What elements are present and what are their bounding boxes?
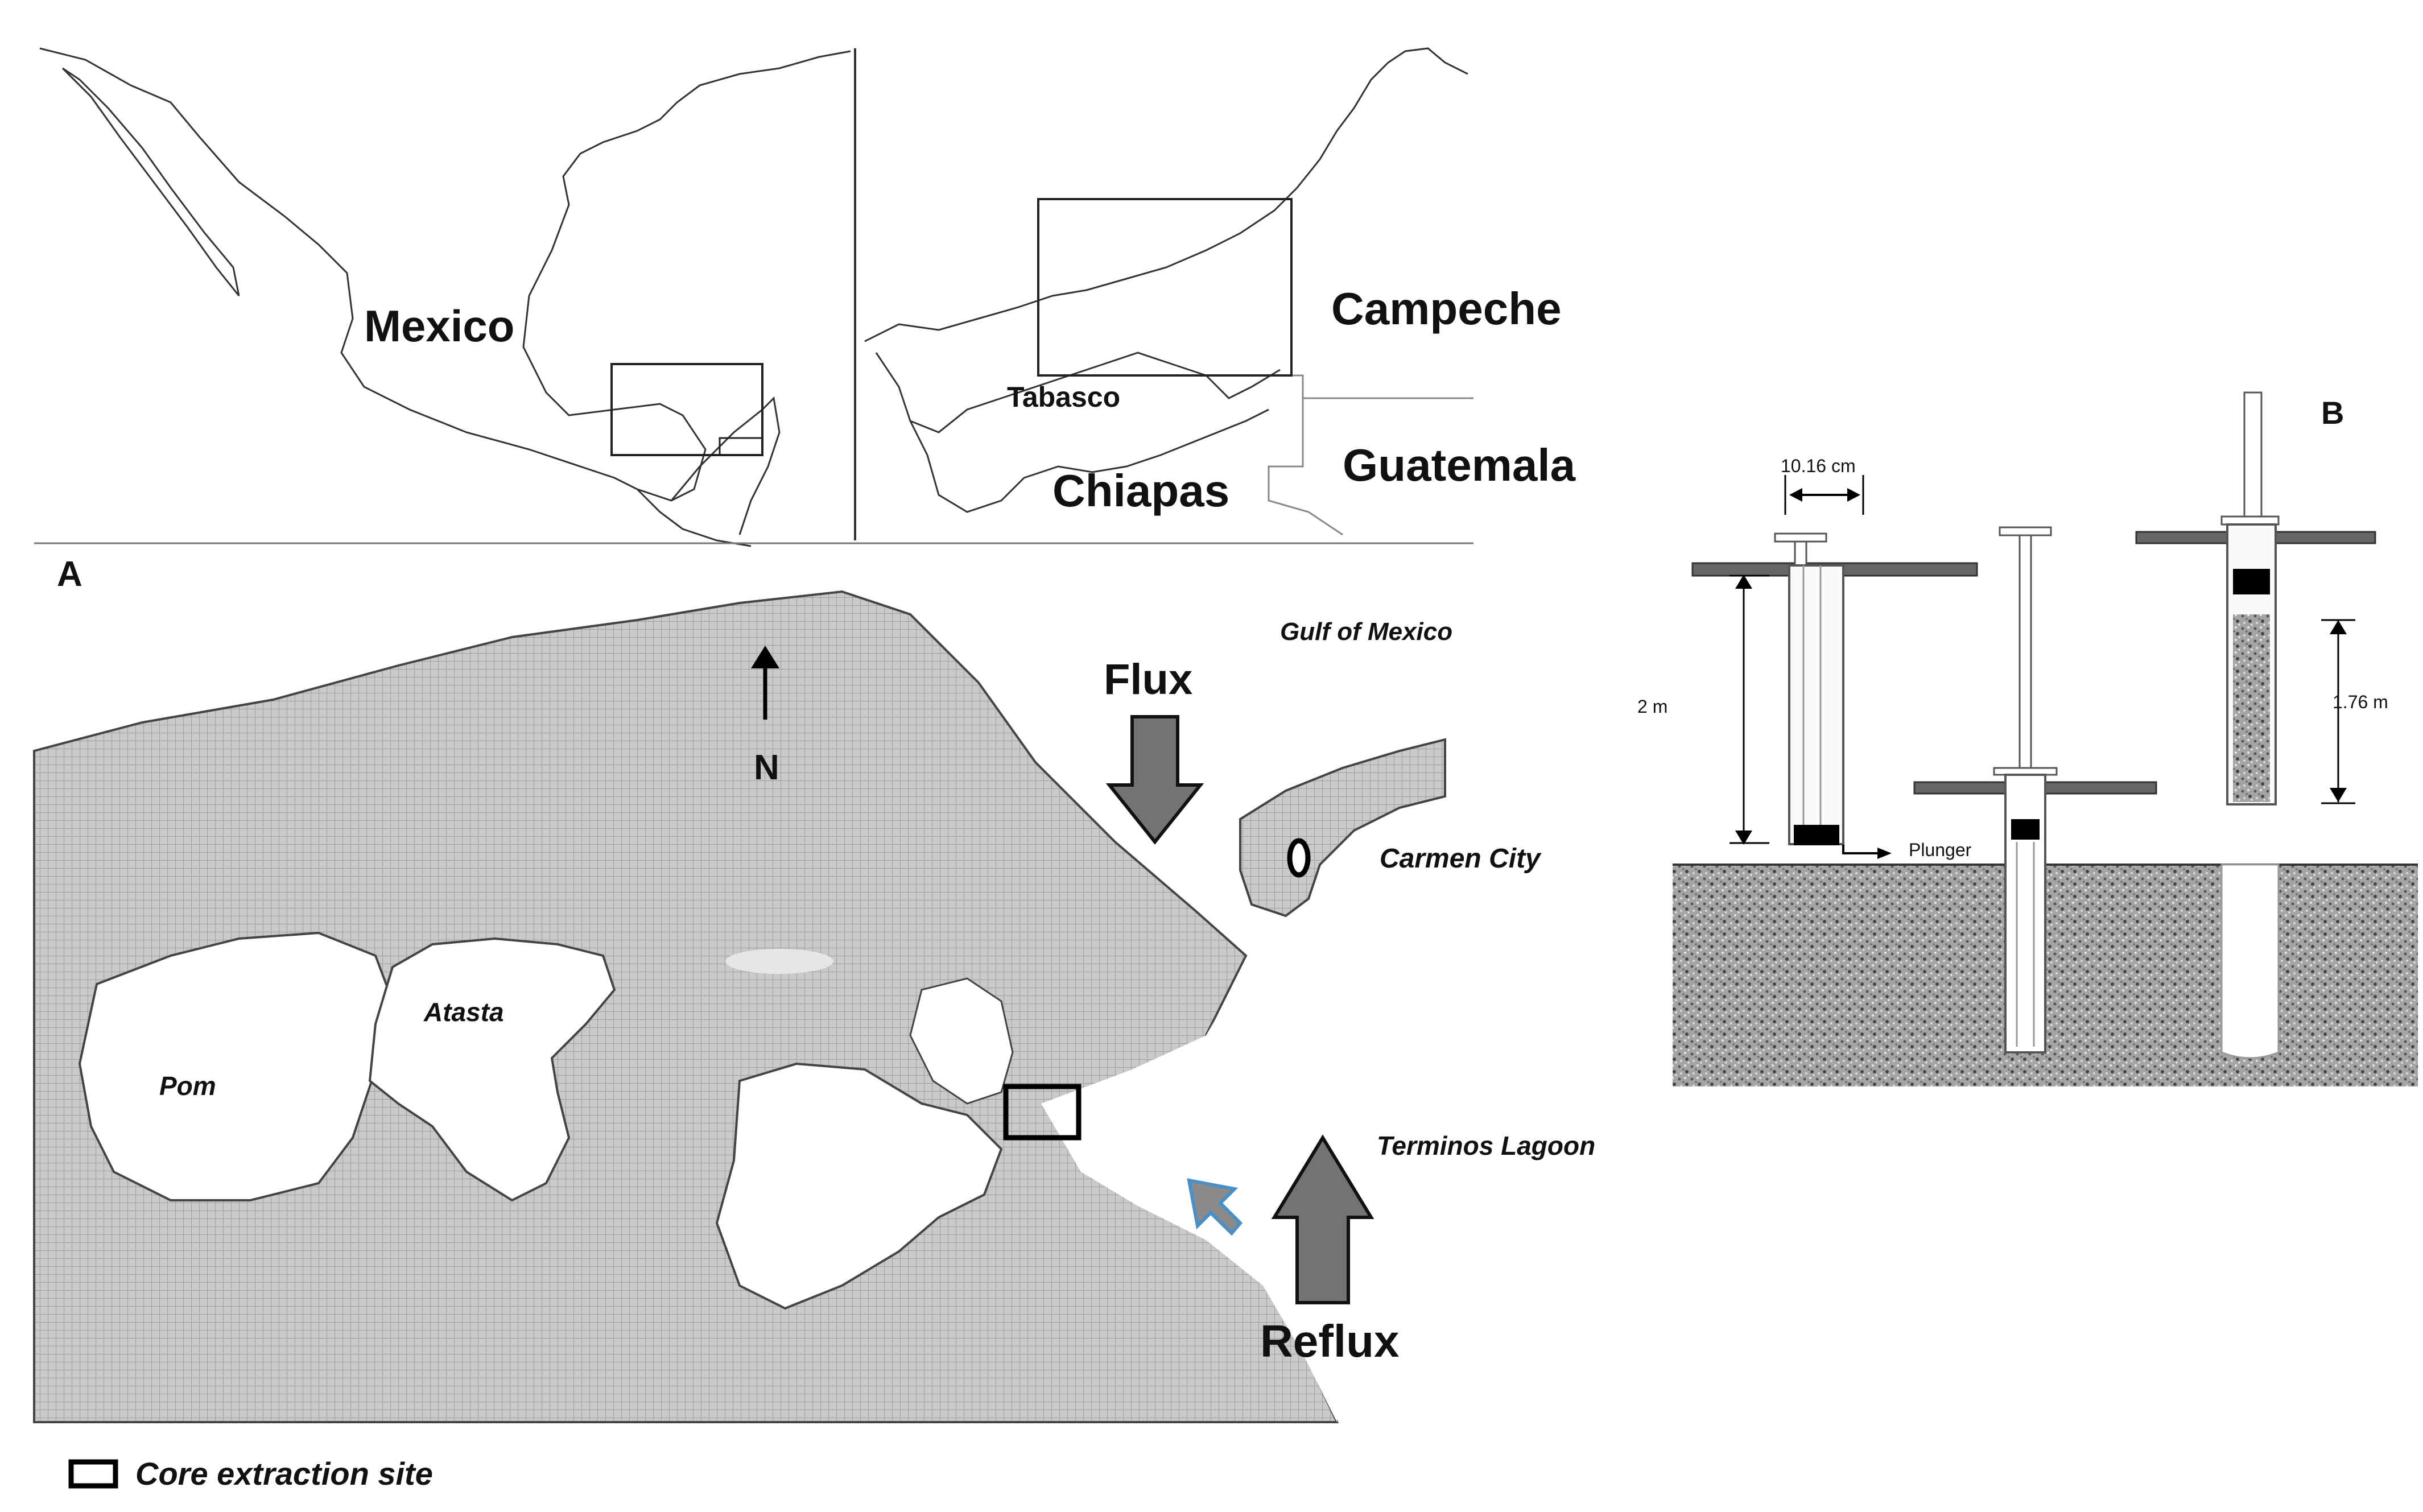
inset-locator-notch <box>719 437 763 456</box>
region-map: Campeche Tabasco Chiapas Guatemala <box>864 47 1576 536</box>
carmen-city-marker <box>1287 838 1311 878</box>
length-2m-label: 2 m <box>1637 696 1667 717</box>
panel-a-map: A N Flux Reflux Gulf of Mexico Car <box>33 555 1595 1492</box>
carmen-city-label: Carmen City <box>1380 844 1542 874</box>
chiapas-boundary <box>909 408 1269 513</box>
guatemala-boundary <box>1268 374 1343 536</box>
pom-label: Pom <box>159 1071 216 1101</box>
plunger-label: Plunger <box>1909 840 1972 860</box>
lagoon-channel <box>715 1062 1003 1310</box>
region-coastline <box>864 47 1468 342</box>
core-tube-stage3: 1.76 m <box>2135 391 2388 1059</box>
terminos-lagoon-label: Terminos Lagoon <box>1377 1131 1595 1160</box>
flux-label: Flux <box>1104 655 1192 704</box>
inner-lagoon <box>909 977 1014 1105</box>
tabasco-label: Tabasco <box>1007 381 1120 413</box>
mexico-overview-map: Mexico <box>39 47 851 547</box>
atasta-label: Atasta <box>423 997 504 1027</box>
extraction-hole <box>2220 864 2280 1059</box>
diameter-label: 10.16 cm <box>1781 456 1856 476</box>
pom-lagoon <box>78 931 394 1201</box>
reflux-arrow: Reflux <box>1260 1134 1400 1366</box>
legend-core-site-label: Core extraction site <box>135 1456 433 1492</box>
core-length-label: 1.76 m <box>2333 692 2388 712</box>
atasta-lagoon <box>368 937 616 1202</box>
flux-arrow: Flux <box>1104 655 1204 845</box>
central-america-coast <box>636 488 752 547</box>
panel-b-diagram: B 2 m 10.16 cm Plunger <box>1637 391 2418 1087</box>
core-tube-stage2 <box>1913 526 2157 1054</box>
gulf-of-mexico-label: Gulf of Mexico <box>1280 618 1452 646</box>
reflux-label: Reflux <box>1260 1316 1400 1366</box>
guatemala-label: Guatemala <box>1343 440 1576 490</box>
baja-peninsula <box>61 67 240 296</box>
core-extraction-site-marker <box>1003 1084 1082 1141</box>
small-inflow-arrow <box>1187 1178 1243 1236</box>
legend: Core extraction site <box>68 1456 433 1492</box>
grey-islet <box>725 949 833 974</box>
campeche-label: Campeche <box>1331 283 1562 334</box>
north-arrow-label: N <box>754 748 779 787</box>
inset-locator-box <box>610 363 763 456</box>
legend-core-site-swatch <box>68 1459 118 1489</box>
chiapas-label: Chiapas <box>1052 465 1229 516</box>
gulf-water <box>910 569 1337 944</box>
core-tube-stage1: 2 m 10.16 cm Plunger <box>1637 456 1978 860</box>
plunger-head <box>1794 825 1839 845</box>
mexico-coastline <box>39 47 851 502</box>
terminos-open-water <box>1041 933 1337 1422</box>
lagoon-detail-box <box>1037 198 1293 377</box>
panel-b-letter: B <box>2321 395 2344 431</box>
north-arrow: N <box>751 646 779 787</box>
mexico-label: Mexico <box>364 301 514 351</box>
panel-a-letter: A <box>57 555 82 594</box>
